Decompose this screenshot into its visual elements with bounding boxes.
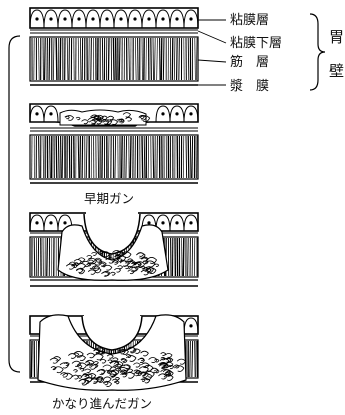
wall-label-wall: 壁 bbox=[329, 62, 344, 80]
label-mucosa: 粘膜層 bbox=[230, 13, 269, 28]
wall-label-stomach: 胃 bbox=[329, 28, 344, 46]
label-submucosa: 粘膜下層 bbox=[230, 36, 282, 51]
caption-early: 早期ガン bbox=[84, 191, 134, 206]
muscle-fibers bbox=[31, 37, 198, 81]
label-serosa: 漿 膜 bbox=[230, 79, 269, 94]
label-muscle: 筋 層 bbox=[230, 54, 269, 70]
panel-invading-cancer bbox=[29, 208, 199, 287]
label-leaders bbox=[197, 19, 227, 86]
caption-advanced: かなり進んだガン bbox=[52, 396, 152, 411]
panel-early-cancer bbox=[29, 103, 199, 184]
panel-normal-wall bbox=[29, 7, 199, 86]
wall-brace bbox=[309, 13, 326, 91]
mucosa-cells bbox=[29, 105, 199, 123]
panel-advanced-cancer bbox=[29, 310, 199, 391]
progression-brace bbox=[8, 35, 21, 373]
muscle-fibers bbox=[31, 135, 198, 179]
mucosa-cells bbox=[29, 214, 199, 232]
mucosa-cells bbox=[29, 9, 199, 29]
